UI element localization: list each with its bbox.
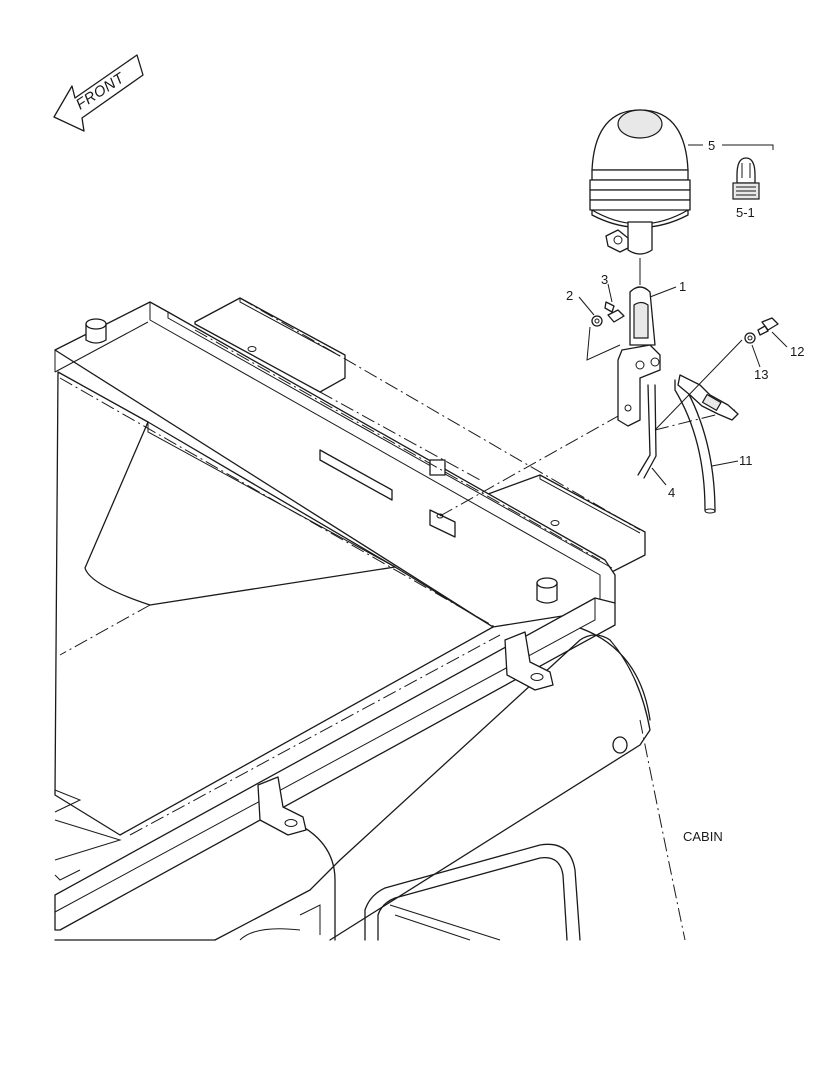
callout-12: 12 — [790, 344, 804, 359]
callout-5-1: 5-1 — [736, 205, 755, 220]
rotating-beacon — [589, 109, 691, 285]
callout-11: 11 — [739, 453, 753, 468]
callout-2: 2 — [566, 288, 573, 303]
beacon-bracket — [586, 286, 779, 514]
cabin-label: CABIN — [683, 829, 723, 844]
bolt-12 — [757, 317, 779, 336]
callout-labels: 1 2 3 4 5 5-1 11 12 13 CABIN — [566, 138, 804, 844]
front-arrow-icon: FRONT — [53, 54, 144, 132]
callout-4: 4 — [668, 485, 675, 500]
callout-13: 13 — [754, 367, 768, 382]
callout-1: 1 — [679, 279, 686, 294]
callout-3: 3 — [601, 272, 608, 287]
cabin-roof-structure — [54, 297, 736, 941]
callout-5: 5 — [708, 138, 715, 153]
bolt-3 — [604, 301, 625, 323]
leader-lines — [578, 144, 788, 486]
beacon-bulb — [722, 144, 774, 200]
